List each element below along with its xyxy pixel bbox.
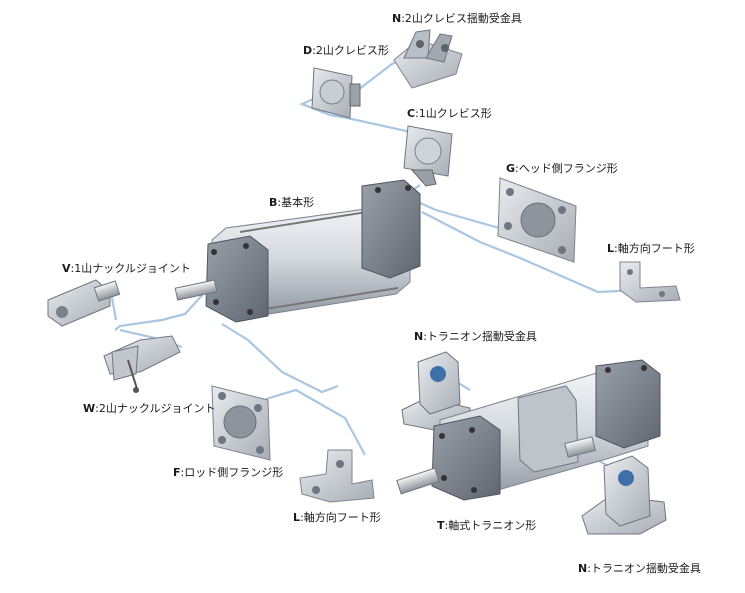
label-c: C:1山クレビス形 bbox=[407, 107, 492, 120]
label-t: T:軸式トラニオン形 bbox=[437, 519, 537, 532]
foot-bracket-top bbox=[619, 261, 681, 303]
label-n-mid: N:トラニオン揺動受金具 bbox=[414, 330, 537, 343]
foot-bracket-bottom bbox=[299, 449, 375, 503]
trunnion-cylinder bbox=[396, 359, 661, 501]
double-knuckle-joint bbox=[103, 335, 181, 393]
basic-cylinder bbox=[174, 179, 421, 323]
label-n-bottom: N:トラニオン揺動受金具 bbox=[578, 562, 701, 575]
single-knuckle-joint bbox=[47, 279, 121, 327]
label-l-bottom: L:軸方向フート形 bbox=[293, 511, 381, 524]
label-b: B:基本形 bbox=[269, 196, 315, 209]
label-v: V:1山ナックルジョイント bbox=[62, 262, 191, 275]
trunnion-pivot-bracket-bottom bbox=[581, 455, 667, 535]
label-g: G:ヘッド側フランジ形 bbox=[506, 162, 618, 175]
single-clevis-cover bbox=[403, 125, 453, 187]
clevis-pivot-bracket-top bbox=[393, 29, 463, 89]
label-n-top: N:2山クレビス揺動受金具 bbox=[392, 12, 522, 25]
label-f: F:ロッド側フランジ形 bbox=[173, 466, 284, 479]
label-d: D:2山クレビス形 bbox=[303, 44, 389, 57]
label-w: W:2山ナックルジョイント bbox=[83, 402, 216, 415]
double-clevis-cover bbox=[311, 67, 361, 119]
head-flange bbox=[497, 177, 577, 263]
label-l-top: L:軸方向フート形 bbox=[607, 242, 695, 255]
rod-flange bbox=[211, 385, 271, 461]
